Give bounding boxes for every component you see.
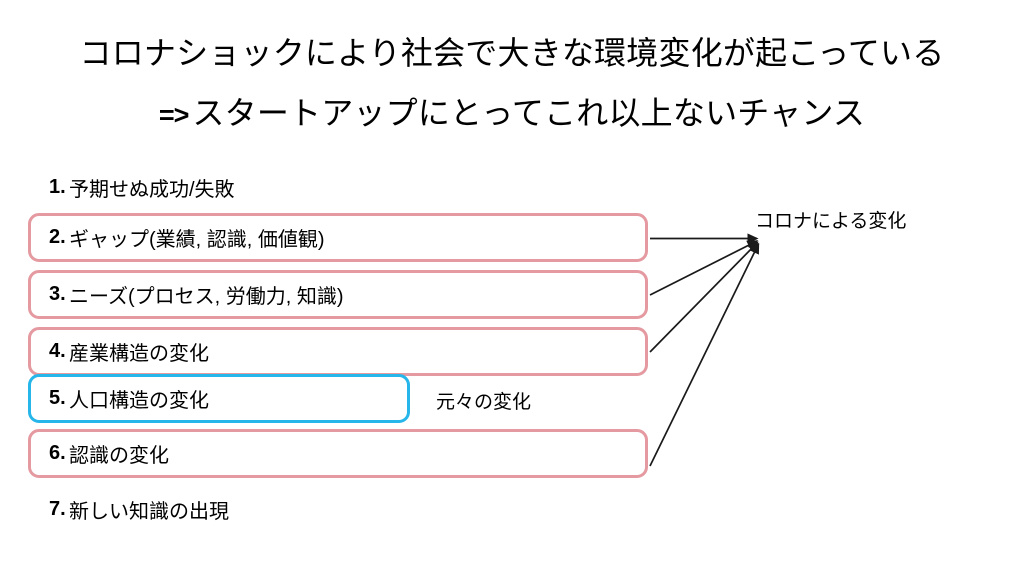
- list-item-3[interactable]: 3. ニーズ(プロセス, 労働力, 知識): [28, 270, 648, 319]
- list-item-7: 7. 新しい知識の出現: [28, 485, 428, 534]
- list-item-3-number: 3.: [49, 283, 66, 305]
- list-item-4[interactable]: 4. 産業構造の変化: [28, 327, 648, 376]
- list-item-6-label: 認識の変化: [69, 445, 169, 467]
- list-item-5-label: 人口構造の変化: [69, 390, 209, 412]
- list-item-7-label: 新しい知識の出現: [69, 501, 229, 523]
- list-item-1-label: 予期せぬ成功/失敗: [69, 179, 235, 201]
- list-item-1: 1. 予期せぬ成功/失敗: [28, 163, 428, 212]
- list-item-7-number: 7.: [49, 498, 66, 520]
- list-item-2-label: ギャップ(業績, 認識, 価値観): [69, 229, 325, 251]
- list-item-6-number: 6.: [49, 442, 66, 464]
- list-item-2-number: 2.: [49, 226, 66, 248]
- list-item-3-label: ニーズ(プロセス, 労働力, 知識): [69, 286, 344, 308]
- slide-title: コロナショックにより社会で大きな環境変化が起こっている =>スタートアップにとっ…: [0, 28, 1024, 140]
- list-item-6[interactable]: 6. 認識の変化: [28, 429, 648, 478]
- title-line-2: =>スタートアップにとってこれ以上ないチャンス: [0, 88, 1024, 140]
- list-item-1-number: 1.: [49, 176, 66, 198]
- list-item-2[interactable]: 2. ギャップ(業績, 認識, 価値観): [28, 213, 648, 262]
- list-item-4-label: 産業構造の変化: [69, 343, 209, 365]
- list-item-5[interactable]: 5. 人口構造の変化: [28, 374, 410, 423]
- implies-arrow-icon: =>: [158, 100, 190, 130]
- title-line-2-text: スタートアップにとってこれ以上ないチャンス: [192, 95, 866, 131]
- annotation-original-change: 元々の変化: [436, 392, 532, 413]
- title-line-1: コロナショックにより社会で大きな環境変化が起こっている: [79, 35, 945, 71]
- list-item-5-number: 5.: [49, 387, 66, 409]
- list-item-4-number: 4.: [49, 340, 66, 362]
- annotation-corona-change: コロナによる変化: [755, 211, 907, 232]
